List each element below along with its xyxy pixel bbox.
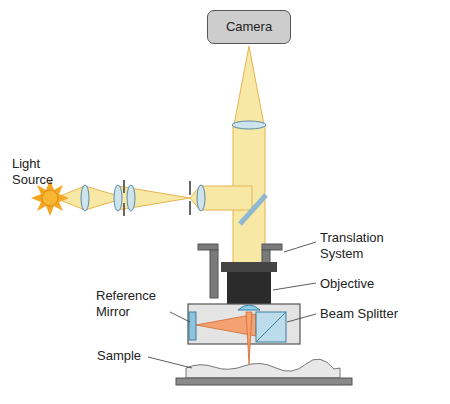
stage-plate <box>176 378 352 385</box>
lens <box>81 185 89 211</box>
objective <box>221 262 277 272</box>
beam-splitter-plate <box>240 195 266 224</box>
sample <box>186 359 340 378</box>
objective-lens <box>238 305 260 310</box>
beam-splitter-cube <box>256 312 286 342</box>
part-label: Light Source <box>12 156 74 189</box>
beam-splitter-cube <box>256 312 286 342</box>
lens <box>197 185 205 211</box>
beam-cone <box>234 46 264 125</box>
tube-lens <box>232 121 266 129</box>
beam-segment <box>118 186 190 210</box>
beam-segment <box>200 186 252 210</box>
node-text: Camera <box>226 19 272 35</box>
interferometer-housing <box>188 304 300 344</box>
part-label: Objective <box>320 276 420 292</box>
beam-segment <box>85 186 125 210</box>
part-label: Reference Mirror <box>96 288 168 321</box>
reference-mirror <box>189 312 196 340</box>
sample-beam <box>246 312 252 364</box>
lens <box>127 185 135 211</box>
leader-line <box>148 242 316 368</box>
part-label: Translation System <box>320 230 420 263</box>
part-label: Beam Splitter <box>320 306 430 322</box>
lens <box>114 185 122 211</box>
aperture <box>124 180 190 216</box>
camera-box: Camera <box>207 10 291 44</box>
part-label: Sample <box>97 348 157 364</box>
